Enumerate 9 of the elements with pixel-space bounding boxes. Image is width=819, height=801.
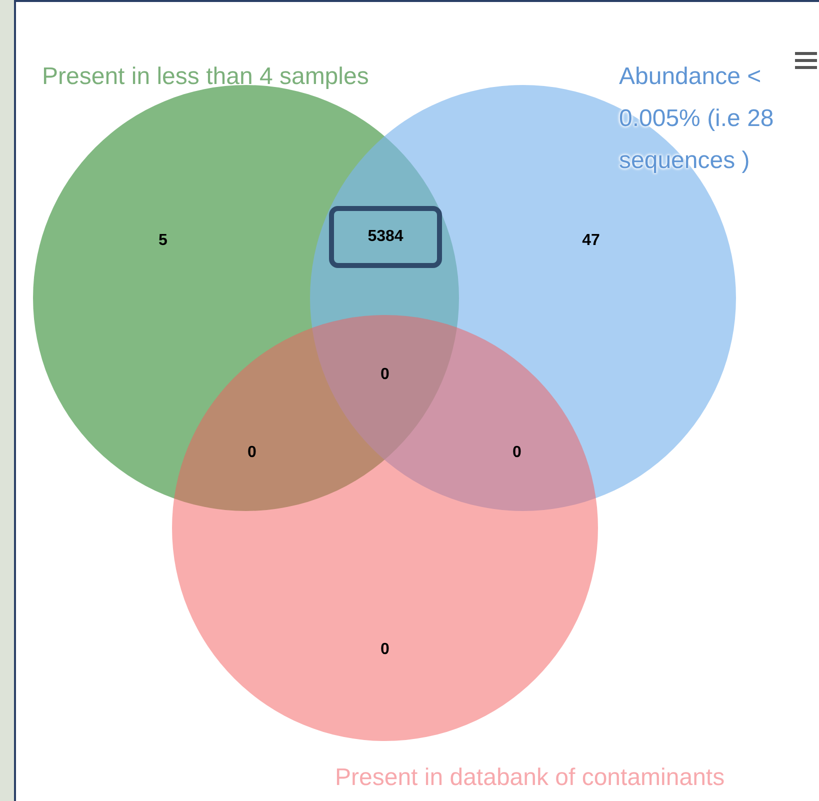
- set-label: Present in less than 4 samples: [42, 62, 369, 92]
- count-label: 5: [158, 232, 168, 250]
- count-label: 47: [582, 232, 600, 250]
- count-label: 0: [248, 444, 256, 462]
- count-label: 0: [380, 366, 390, 384]
- set-label: Present in databank of contaminants: [335, 763, 725, 793]
- count-label: 0: [380, 641, 390, 659]
- highlight-box: 5384: [329, 206, 442, 268]
- count-label: 0: [512, 444, 522, 462]
